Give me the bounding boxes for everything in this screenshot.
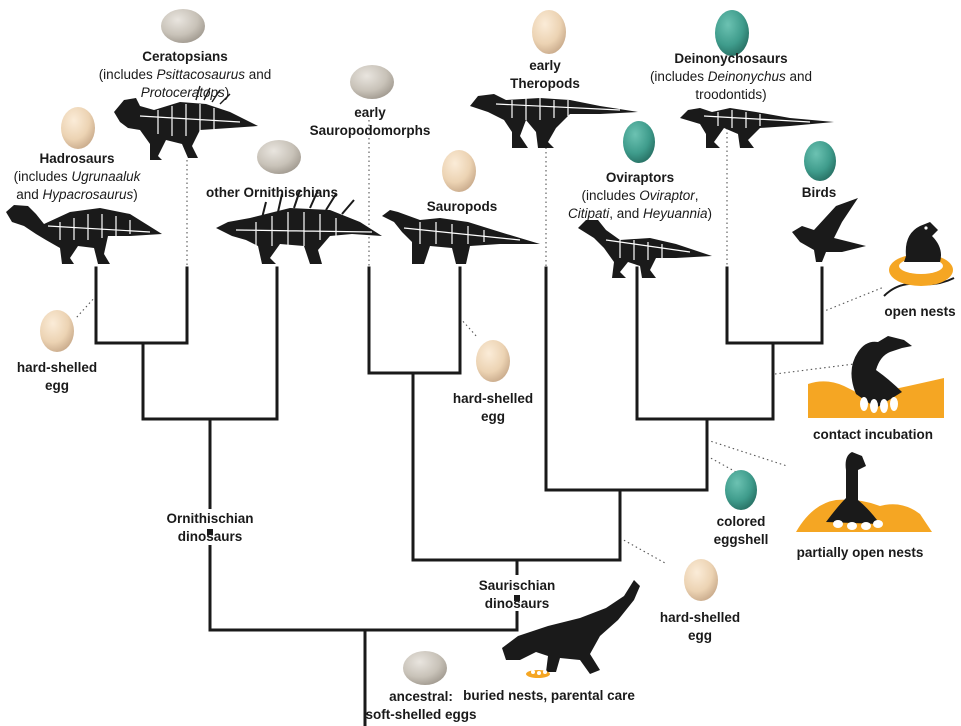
deinonychosaurs-includes-line2: troodontids) [695,87,766,102]
ancestral-label-line1: ancestral: [389,689,453,704]
contact-incubation-label: contact incubation [813,427,933,442]
deinonychosaurs-title: Deinonychosaurs [674,51,787,66]
early-sauropodomorphs-line1: early [354,105,386,120]
egg-icon [532,10,566,54]
labels: Ceratopsians (includes Psittacosaurus an… [14,49,956,722]
early-sauropodomorphs-line2: Sauropodomorphs [310,123,431,138]
oviraptors-includes-line2: Citipati, and Heyuannia) [568,206,712,221]
egg-icon [40,310,74,352]
dinosaur-skeleton-icon [470,94,638,148]
ornithischian-egg-label-line1: hard-shelled [17,360,97,375]
open-nests-label: open nests [884,304,955,319]
other-ornithischians-title: other Ornithischians [206,185,338,200]
tyrannosaur-silhouette-icon [502,580,640,678]
sauropods-title: Sauropods [427,199,498,214]
partially-open-nests-label: partially open nests [797,545,924,560]
egg-icon [715,10,749,56]
ornithischian-clade-label-line1: Ornithischian [166,511,253,526]
hadrosaurs-title: Hadrosaurs [39,151,114,166]
early-theropods-line2: Theropods [510,76,580,91]
egg-icon [442,150,476,192]
oviraptors-title: Oviraptors [606,170,674,185]
ornithischian-egg-label-line2: egg [45,378,69,393]
nest-icon [796,452,932,532]
phylogenetic-tree [94,266,824,726]
dinosaur-skeleton-icon [578,220,712,278]
sauropod-egg-label-line2: egg [481,409,505,424]
ornithischian-clade-label-line2: dinosaurs [178,529,243,544]
ceratopsians-title: Ceratopsians [142,49,228,64]
egg-icon [350,65,394,99]
egg-icon [684,559,718,601]
nest-illustrations [502,222,955,678]
dinosaur-skeleton-icon [216,189,382,264]
egg-icon [257,140,301,174]
oviraptors-includes-line1: (includes Oviraptor, [581,188,698,203]
saurischian-clade-label-line1: Saurischian [479,578,556,593]
birds-title: Birds [802,185,837,200]
dinosaur-skeleton-icon [680,108,834,148]
saurischian-clade-label-line2: dinosaurs [485,596,550,611]
egg-icon [161,9,205,43]
dinosaur-illustrations [6,85,866,278]
nest-icon [808,336,944,418]
dinosaur-skeleton-icon [382,210,540,264]
early-theropods-line1: early [529,58,561,73]
eggs [40,9,836,685]
dinosaur-skeleton-icon [114,85,258,160]
colored-eggshell-label-line1: colored [717,514,766,529]
dotted-connectors [75,110,885,564]
nest-icon [883,222,955,297]
theropod-egg-label-line1: hard-shelled [660,610,740,625]
hadrosaurs-includes-line1: (includes Ugrunaaluk [14,169,142,184]
egg-icon [725,470,757,510]
ceratopsians-includes-line1: (includes Psittacosaurus and [99,67,272,82]
theropod-egg-label-line2: egg [688,628,712,643]
dinosaur-skeleton-icon [6,205,162,264]
egg-icon [623,121,655,163]
egg-icon [403,651,447,685]
egg-icon [476,340,510,382]
ancestral-label-line2: soft-shelled eggs [365,707,476,722]
ceratopsians-includes-line2: Protoceratops) [141,85,230,100]
sauropod-egg-label-line1: hard-shelled [453,391,533,406]
egg-icon [804,141,836,181]
colored-eggshell-label-line2: eggshell [714,532,769,547]
bird-silhouette-icon [792,198,866,262]
deinonychosaurs-includes-line1: (includes Deinonychus and [650,69,812,84]
hadrosaurs-includes-line2: and Hypacrosaurus) [16,187,138,202]
egg-icon [61,107,95,149]
buried-nests-label: buried nests, parental care [463,688,635,703]
